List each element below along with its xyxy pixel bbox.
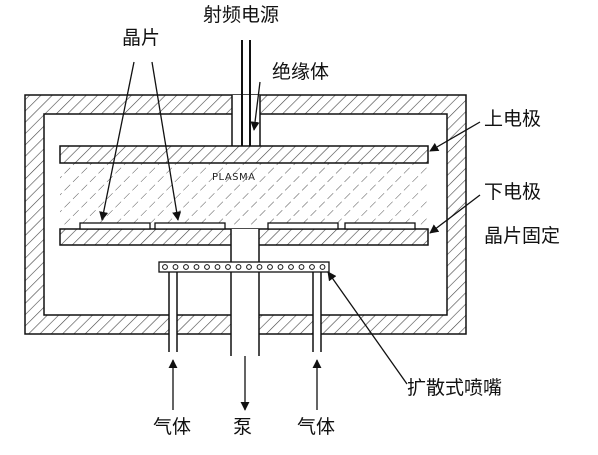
wafer — [79, 222, 151, 230]
nozzle-hole — [319, 264, 326, 270]
gas-pipe-left — [168, 271, 178, 361]
nozzle-hole — [214, 264, 221, 270]
diffusion-nozzle-label: 扩散式喷嘴 — [407, 377, 503, 399]
upper-electrode-arrow — [429, 121, 481, 152]
upper-electrode — [59, 145, 429, 164]
nozzle-hole — [288, 264, 294, 270]
chamber-wall — [24, 94, 467, 335]
nozzle-hole — [256, 264, 263, 270]
nozzle-hole — [172, 264, 179, 270]
rf-source-label: 射频电源 — [203, 4, 280, 26]
plasma-label: PLASMA — [212, 172, 256, 183]
pump-label: 泵 — [233, 416, 253, 438]
insulator-arrow — [250, 81, 261, 131]
lower-electrode-label: 下电极 — [484, 181, 542, 203]
wafer — [344, 222, 416, 230]
wafer-label: 晶片 — [122, 27, 161, 49]
gas-right-label: 气体 — [297, 416, 336, 438]
wafer — [267, 222, 339, 230]
nozzle-hole — [204, 264, 210, 270]
nozzle-arrow — [327, 271, 408, 385]
nozzle-hole — [246, 264, 252, 270]
nozzle-hole — [225, 264, 231, 270]
plasma-region — [60, 163, 428, 227]
diffusion-nozzle — [158, 261, 330, 273]
annotation-arrows — [99, 61, 481, 411]
nozzle-hole — [309, 264, 315, 270]
upper-electrode-label: 上电极 — [484, 108, 542, 130]
nozzle-hole — [277, 264, 284, 270]
wafer — [154, 222, 226, 230]
lower-electrode-arrow — [429, 194, 481, 234]
wafer-arrow — [99, 61, 135, 221]
nozzle-hole — [183, 264, 189, 270]
rf-feed — [231, 40, 261, 146]
wafer-arrow — [151, 61, 182, 221]
nozzle-hole — [193, 264, 200, 270]
pump-port — [230, 229, 260, 359]
gas-pipe-right — [312, 271, 322, 361]
nozzle-hole — [235, 264, 242, 270]
gas-left-label: 气体 — [153, 416, 192, 438]
nozzle-hole — [267, 264, 273, 270]
wafer-holder-label: 晶片固定 — [484, 225, 561, 247]
nozzle-hole — [298, 264, 305, 270]
wafers — [79, 222, 416, 230]
insulator-label: 绝缘体 — [272, 61, 330, 83]
nozzle-hole — [162, 264, 168, 270]
